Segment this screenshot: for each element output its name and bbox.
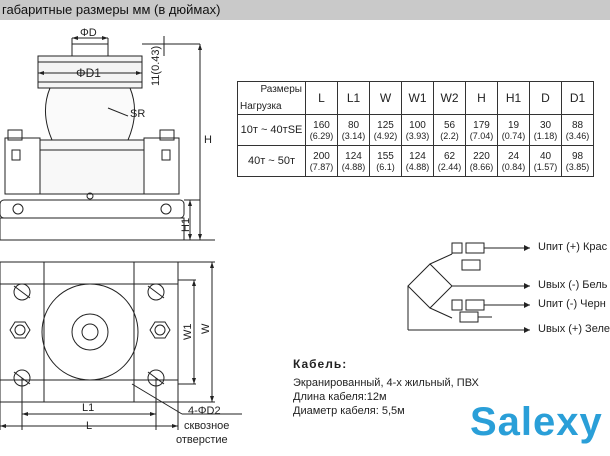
table-cell: 62(2.44) — [433, 145, 466, 177]
wire-label-output-minus: Uвых (-) Бель — [538, 279, 608, 291]
top-view-ring — [41, 283, 139, 381]
table-row: 10т ~ 40тSE 160(6.29) 80(3.14) 125(4.92)… — [237, 114, 594, 146]
col-header: H1 — [497, 81, 530, 115]
table-row: 40т ~ 50т 200(7.87) 124(4.88) 155(6.1) 1… — [237, 145, 594, 177]
table-cell: 80(3.14) — [337, 114, 370, 146]
cell-body — [39, 139, 145, 195]
table-cell: 24(0.84) — [497, 145, 530, 177]
label-h: H — [204, 134, 212, 146]
table-corner: Размеры Нагрузка — [237, 81, 306, 115]
sphere — [45, 87, 135, 141]
table-cell: 155(6.1) — [369, 145, 402, 177]
cable-line: Экранированный, 4-х жильный, ПВХ — [293, 377, 479, 389]
col-header: D — [529, 81, 562, 115]
label-hole: 4-ΦD2 — [188, 405, 221, 417]
label-w1: W1 — [182, 323, 194, 341]
wheatstone-bridge — [407, 263, 453, 309]
table-cell: 124(4.88) — [401, 145, 434, 177]
label-h-vertical: 11(0.43) — [150, 45, 162, 86]
watermark-logo: Salexy — [470, 400, 603, 444]
table-cell: 179(7.04) — [465, 114, 498, 146]
table-cell: 220(8.66) — [465, 145, 498, 177]
corner-hole — [13, 283, 31, 301]
table-cell: 88(3.46) — [561, 114, 594, 146]
label-hole-desc-2: отверстие — [176, 434, 228, 446]
wire-label-supply-minus: Uпит (-) Черн — [538, 298, 606, 310]
col-header: L1 — [337, 81, 370, 115]
label-sr: SR — [130, 108, 146, 120]
top-cap — [71, 43, 109, 57]
table-cell: 30(1.18) — [529, 114, 562, 146]
top-view-center — [71, 313, 109, 351]
label-w: W — [200, 323, 212, 334]
section-title: габаритные размеры мм (в дюймах) — [2, 2, 221, 17]
col-header: H — [465, 81, 498, 115]
table-cell: 160(6.29) — [305, 114, 338, 146]
label-phi-d1: ΦD1 — [76, 66, 101, 80]
col-header: D1 — [561, 81, 594, 115]
dimensions-table: Размеры Нагрузка L L1 W W1 W2 H H1 D D1 … — [237, 81, 594, 177]
label-hole-desc-1: сквозное — [184, 420, 230, 432]
label-l: L — [86, 420, 93, 432]
corner-hole — [147, 283, 165, 301]
cable-line: Диаметр кабеля: 5,5м — [293, 405, 405, 417]
table-cell: 19(0.74) — [497, 114, 530, 146]
col-header: L — [305, 81, 338, 115]
base-plate-upper — [0, 199, 185, 219]
row-label: 10т ~ 40тSE — [237, 114, 306, 146]
section-header: габаритные размеры мм (в дюймах) — [0, 0, 610, 20]
col-header: W1 — [401, 81, 434, 115]
base-plate-lower — [0, 217, 185, 241]
row-label: 40т ~ 50т — [237, 145, 306, 177]
table-cell: 98(3.85) — [561, 145, 594, 177]
cable-title: Кабель: — [293, 357, 348, 371]
table-cell: 125(4.92) — [369, 114, 402, 146]
table-cell: 124(4.88) — [337, 145, 370, 177]
wire-label-supply-plus: Uпит (+) Крас — [538, 241, 608, 253]
label-phi-d: ΦD — [80, 27, 97, 39]
table-cell: 100(3.93) — [401, 114, 434, 146]
col-header: W — [369, 81, 402, 115]
table-cell: 40(1.57) — [529, 145, 562, 177]
wire-label-output-plus: Uвых (+) Зеле — [538, 323, 610, 335]
table-cell: 200(7.87) — [305, 145, 338, 177]
label-l1: L1 — [82, 402, 95, 414]
table-header-row: Размеры Нагрузка L L1 W W1 W2 H H1 D D1 — [237, 81, 594, 115]
table-cell: 56(2.2) — [433, 114, 466, 146]
cable-line: Длина кабеля:12м — [293, 391, 387, 403]
load-button — [37, 55, 143, 89]
label-h1: H1 — [180, 217, 192, 232]
col-header: W2 — [433, 81, 466, 115]
